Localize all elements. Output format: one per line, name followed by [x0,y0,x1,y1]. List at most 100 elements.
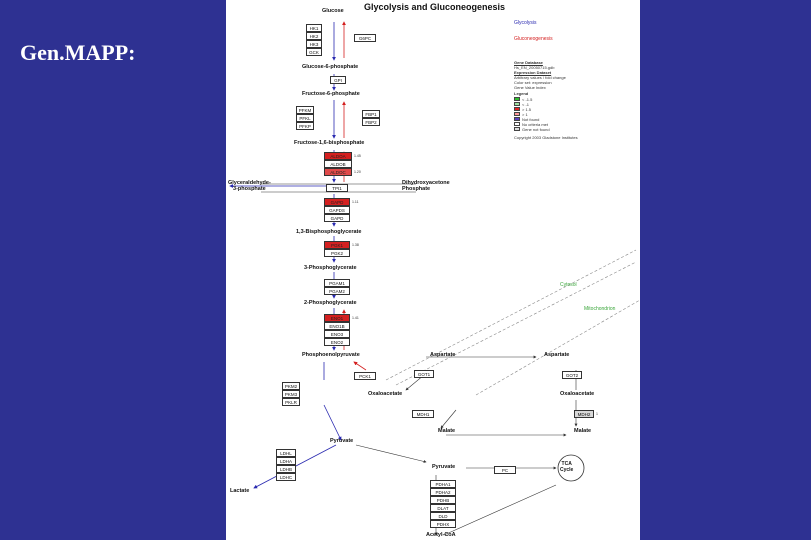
legend-label: Not found [522,116,540,122]
legend-glycolysis: Glycolysis [514,20,537,26]
legend-swatch [514,97,520,101]
gene-box: ENO1 [324,314,350,322]
metabolite-f16bp: Fructose-1,6-bisphosphate [294,140,365,146]
legend-swatch [514,127,520,131]
legend-gluconeogenesis: Gluconeogenesis [514,36,553,42]
gene-box: PDHX [430,520,456,528]
gene-box: PFKM [296,106,314,114]
legend-db-header: Gene Database [514,60,543,65]
gene-box: HK1 [306,24,322,32]
metabolite-pg3: 3-Phosphoglycerate [304,265,357,271]
fold-value: 1 [596,412,598,416]
gene-box: GAPDS [324,206,350,214]
fold-value: 1.38 [352,243,359,247]
metabolite-dhap: Dihydroxyacetone Phosphate [402,180,450,192]
legend-label: Gene not found [522,126,550,132]
gene-box: G6PC [354,34,376,42]
legend-label: > 1 [522,111,528,117]
gene-box: LDHA [276,457,296,465]
gene-box: PDHB [430,496,456,504]
metabolite-aspartate-mito: Aspartate [544,352,570,358]
gene-box: FBP2 [362,118,380,126]
gene-box: PDHA1 [430,480,456,488]
gene-box: ENO3 [324,330,350,338]
metabolite-pep: Phosphoenolpyruvate [302,352,360,358]
metabolite-pyruvate-mito: Pyruvate [432,464,456,470]
metabolite-lactate: Lactate [230,488,250,494]
gene-box: LDHL [276,449,296,457]
legend-label: < -1.5 [522,96,533,102]
metabolite-pg2: 2-Phosphoglycerate [304,300,357,306]
legend-label: > 1.5 [522,106,532,112]
gene-box: HK3 [306,40,322,48]
gene-box: MDH2 [574,410,594,418]
legend-swatch [514,122,520,126]
fold-value: 1.20 [354,170,361,174]
metabolite-f6p: Fructose-6-phosphate [302,91,360,97]
gene-box: ENO1B [324,322,350,330]
legend-copyright: Copyright 2003 Gladstone Institutes [514,135,578,140]
compartment-mitochondrion: Mitochondrion [584,306,616,312]
metabolite-oxaloacetate-mito: Oxaloacetate [560,391,595,397]
legend-swatch [514,117,520,121]
gene-box: MDH1 [412,410,434,418]
legend-swatch [514,102,520,106]
gene-box: GAPD [324,198,350,206]
metabolite-bpg: 1,3-Bisphosphoglycerate [296,229,362,235]
gene-box: ALDOC [324,168,352,176]
gene-box: PGK1 [324,241,350,249]
gene-box: PCK1 [354,372,376,380]
metabolite-g6p: Glucose-6-phosphate [302,64,359,70]
gene-box: ENO2 [324,338,350,346]
legend-line: Gene Value Index [514,85,546,90]
gene-box: PFKP [296,122,314,130]
gene-box: LDHC [276,473,296,481]
pathway-diagram: Glycolysis and Gluconeogenesis Glycolysi… [226,0,640,540]
pathway-connectors [229,21,640,536]
gene-box: HK2 [306,32,322,40]
gene-box: ALDOA [324,152,352,160]
gene-box: TPI1 [326,184,348,192]
legend-label: No criteria met [522,121,549,127]
gene-box: LDHB [276,465,296,473]
gene-box: PGK2 [324,249,350,257]
gene-box: PKM3 [282,390,300,398]
slide-label: Gen.MAPP: [20,40,136,65]
gene-box: PFKL [296,114,314,122]
gene-box: GOT2 [562,371,582,379]
metabolite-malate-cytosol: Malate [438,428,456,434]
gene-box: GOT1 [414,370,434,378]
legend-swatch [514,112,520,116]
legend-label: < -1 [522,101,530,107]
gene-box: FBP1 [362,110,380,118]
fold-value: 1.11 [352,200,359,204]
gene-box: ALDOB [324,160,352,168]
diagram-title: Glycolysis and Gluconeogenesis [364,2,506,12]
legend-title: Legend [514,91,529,96]
gene-box: GPI [330,76,346,84]
gene-box: GCK [306,48,322,56]
compartment-cytosol: Cytosol [560,282,577,288]
gene-box: PKM2 [282,382,300,390]
fold-value: 1.45 [354,154,361,158]
metabolite-tca-cycle: TCA Cycle [560,461,574,473]
metabolite-glyceraldehyde: Glyceraldehyde- 3-phosphate [228,180,271,192]
metabolite-oxaloacetate-cytosol: Oxaloacetate [368,391,403,397]
metabolite-pyruvate-cytosol: Pyruvate [330,438,354,444]
gene-box: DLD [430,512,456,520]
gene-box: DLAT [430,504,456,512]
gene-box: PGAM2 [324,287,350,295]
legend-dataset: Expression Dataset [514,70,552,75]
metabolite-acetyl-coa: Acetyl-CoA [426,532,456,538]
legend-line: Arbitrary values / fold change [514,75,566,80]
legend-db-line: Hs_EN_20050715.gdb [514,65,555,70]
gene-box: PKLR [282,398,300,406]
legend-swatch [514,107,520,111]
gene-box: GAPD [324,214,350,222]
gene-box: PGAM1 [324,279,350,287]
metabolite-malate-mito: Malate [574,428,592,434]
fold-value: 1.41 [352,316,359,320]
gene-box: PDHA2 [430,488,456,496]
gene-box: PC [494,466,516,474]
metabolite-glucose: Glucose [322,8,344,14]
